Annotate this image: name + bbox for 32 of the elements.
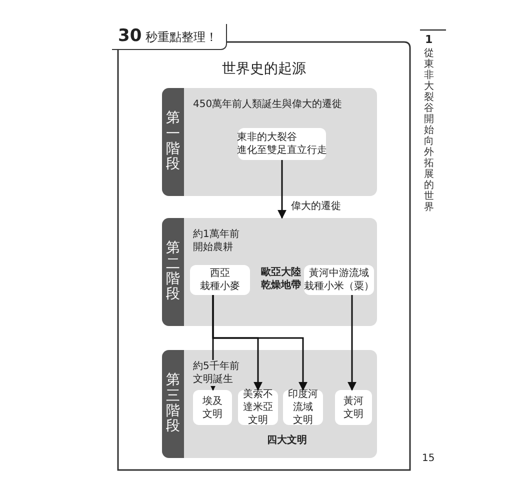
stage-label: 第一階段 bbox=[166, 111, 180, 173]
box-text: 印度河流域文明 bbox=[288, 388, 318, 427]
stage-label: 第三階段 bbox=[166, 373, 180, 435]
text-box bbox=[283, 390, 323, 425]
stage-heading: 約5千年前文明誕生 bbox=[192, 360, 240, 386]
edge-label: 偉大的遷徙 bbox=[289, 199, 343, 213]
text-box bbox=[193, 390, 232, 425]
diagram-title: 世界史的起源 bbox=[221, 60, 307, 78]
header-tab: 30 秒重點整理！ bbox=[112, 24, 226, 50]
arrow bbox=[278, 160, 286, 219]
text-box bbox=[190, 265, 250, 295]
box-text: 黃河中游流域栽種小米（粟） bbox=[304, 267, 374, 293]
arrow bbox=[212, 295, 308, 391]
box-text: 西亞栽種小麥 bbox=[200, 267, 240, 293]
page-number: 15 bbox=[422, 453, 435, 464]
stage-panel bbox=[162, 88, 377, 196]
box-text: 美索不達米亞文明 bbox=[243, 388, 273, 427]
chapter-number: 1 bbox=[425, 33, 433, 46]
stage-note: 歐亞大陸乾燥地帶 bbox=[260, 266, 302, 292]
text-box bbox=[335, 390, 372, 425]
box-text: 黃河文明 bbox=[344, 394, 364, 420]
stage-label: 第二階段 bbox=[166, 241, 180, 303]
stage-panel bbox=[162, 218, 377, 326]
vertical-subtitle: 從東非大裂谷開始向外拓展的世界 bbox=[424, 48, 434, 213]
stage-note: 四大文明 bbox=[266, 434, 308, 447]
text-box bbox=[238, 390, 278, 425]
stage-heading: 450萬年前人類誕生與偉大的遷徙 bbox=[192, 98, 344, 111]
arrow bbox=[348, 295, 356, 391]
box-text: 埃及文明 bbox=[202, 394, 222, 420]
stage-panel bbox=[162, 350, 377, 458]
stage-heading: 約1萬年前開始農耕 bbox=[192, 228, 240, 254]
box-text: 東非的大裂谷進化至雙足直立行走 bbox=[237, 131, 327, 157]
